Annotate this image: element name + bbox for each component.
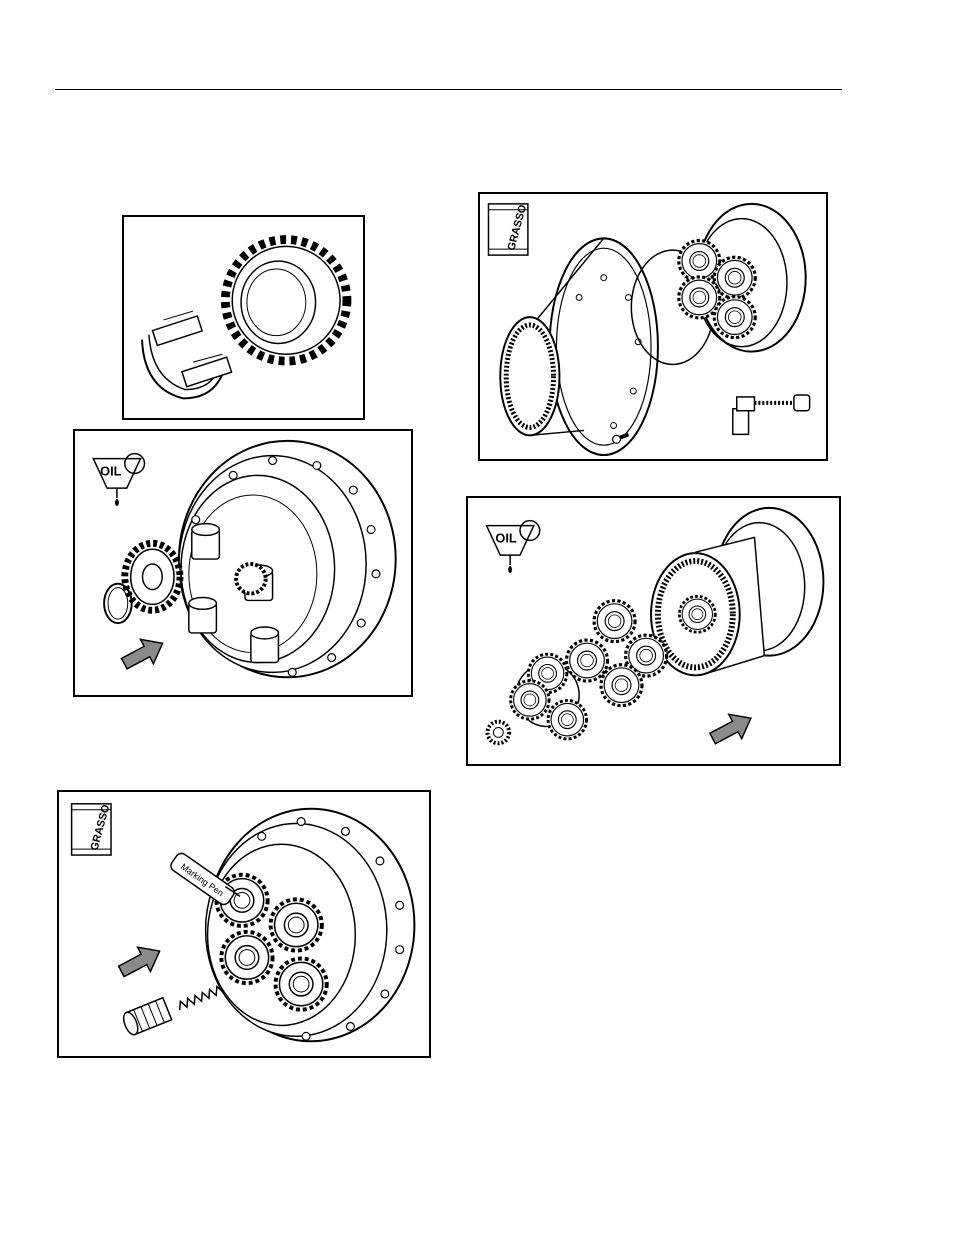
oil-label: OIL (495, 530, 517, 545)
install-arrow-icon (115, 939, 166, 984)
spur-gear-icon (225, 240, 347, 362)
install-arrow-icon (118, 631, 169, 676)
sun-gear-shaft-icon (121, 998, 172, 1037)
torque-wrench-icon (733, 395, 810, 434)
hub-assembly-icon (179, 441, 396, 677)
figure-bearing-and-gear (122, 215, 365, 420)
oil-can-icon: OIL (487, 521, 540, 573)
figure-oil-carrier-assembly: OIL (466, 496, 841, 766)
oil-can-icon: OIL (93, 454, 144, 506)
grease-can-icon: GRASSO (72, 803, 113, 855)
split-bearing-icon (142, 311, 232, 398)
figure-oil-gear-install: OIL (73, 429, 413, 697)
figure-grease-planet-gears: GRASSO Marking Pen (57, 790, 431, 1058)
spring-icon (177, 985, 224, 1010)
figure-grease-ring-gear: GRASSO (478, 192, 828, 461)
ring-gear-icon (500, 238, 658, 455)
carrier-assembly-icon (487, 601, 666, 744)
oil-label: OIL (100, 463, 122, 478)
snap-ring-icon (104, 584, 132, 623)
grease-can-icon: GRASSO (488, 203, 529, 255)
install-arrow-icon (706, 706, 757, 751)
ring-gear-hub-icon (651, 508, 823, 675)
spur-gear-icon (125, 543, 180, 610)
header-rule (55, 89, 842, 90)
hub-assembly-icon (679, 204, 806, 352)
